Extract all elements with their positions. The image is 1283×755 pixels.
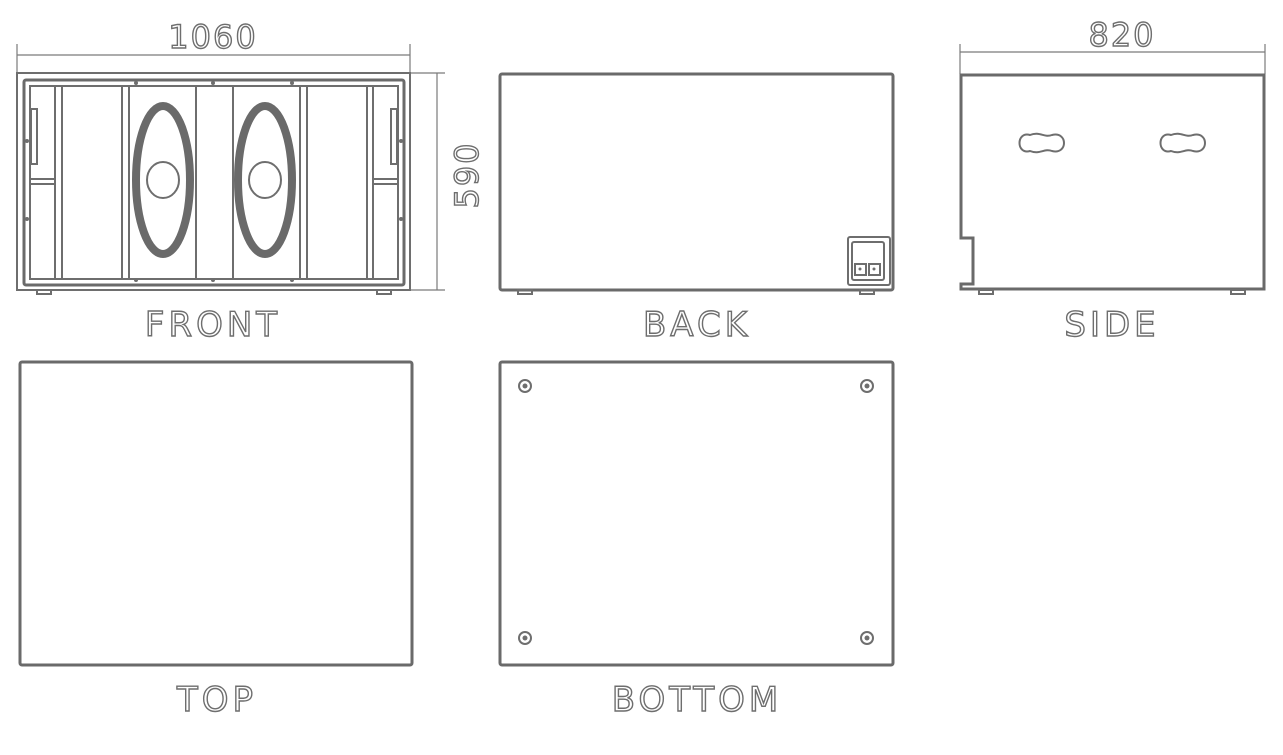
- screw-holes: [518, 379, 874, 645]
- handle-left: [1018, 132, 1065, 154]
- back-view: BACK: [498, 72, 895, 346]
- top-view: TOP: [18, 360, 414, 721]
- top-label: TOP: [176, 680, 257, 720]
- front-label: FRONT: [145, 305, 281, 345]
- connector-panel: [847, 236, 891, 286]
- woofer-right: [234, 102, 296, 258]
- back-label: BACK: [643, 305, 751, 345]
- depth-dimension: 820: [1088, 16, 1155, 54]
- side-view: 820 SIDE: [959, 15, 1266, 346]
- front-view: 1060 590: [16, 17, 487, 346]
- width-dimension: 1060: [168, 18, 257, 56]
- woofer-left: [132, 102, 194, 258]
- bottom-label: BOTTOM: [612, 680, 783, 720]
- side-label: SIDE: [1064, 305, 1159, 345]
- handle-right: [1159, 132, 1206, 154]
- height-dimension: 590: [448, 141, 486, 208]
- bottom-view: BOTTOM: [498, 360, 895, 721]
